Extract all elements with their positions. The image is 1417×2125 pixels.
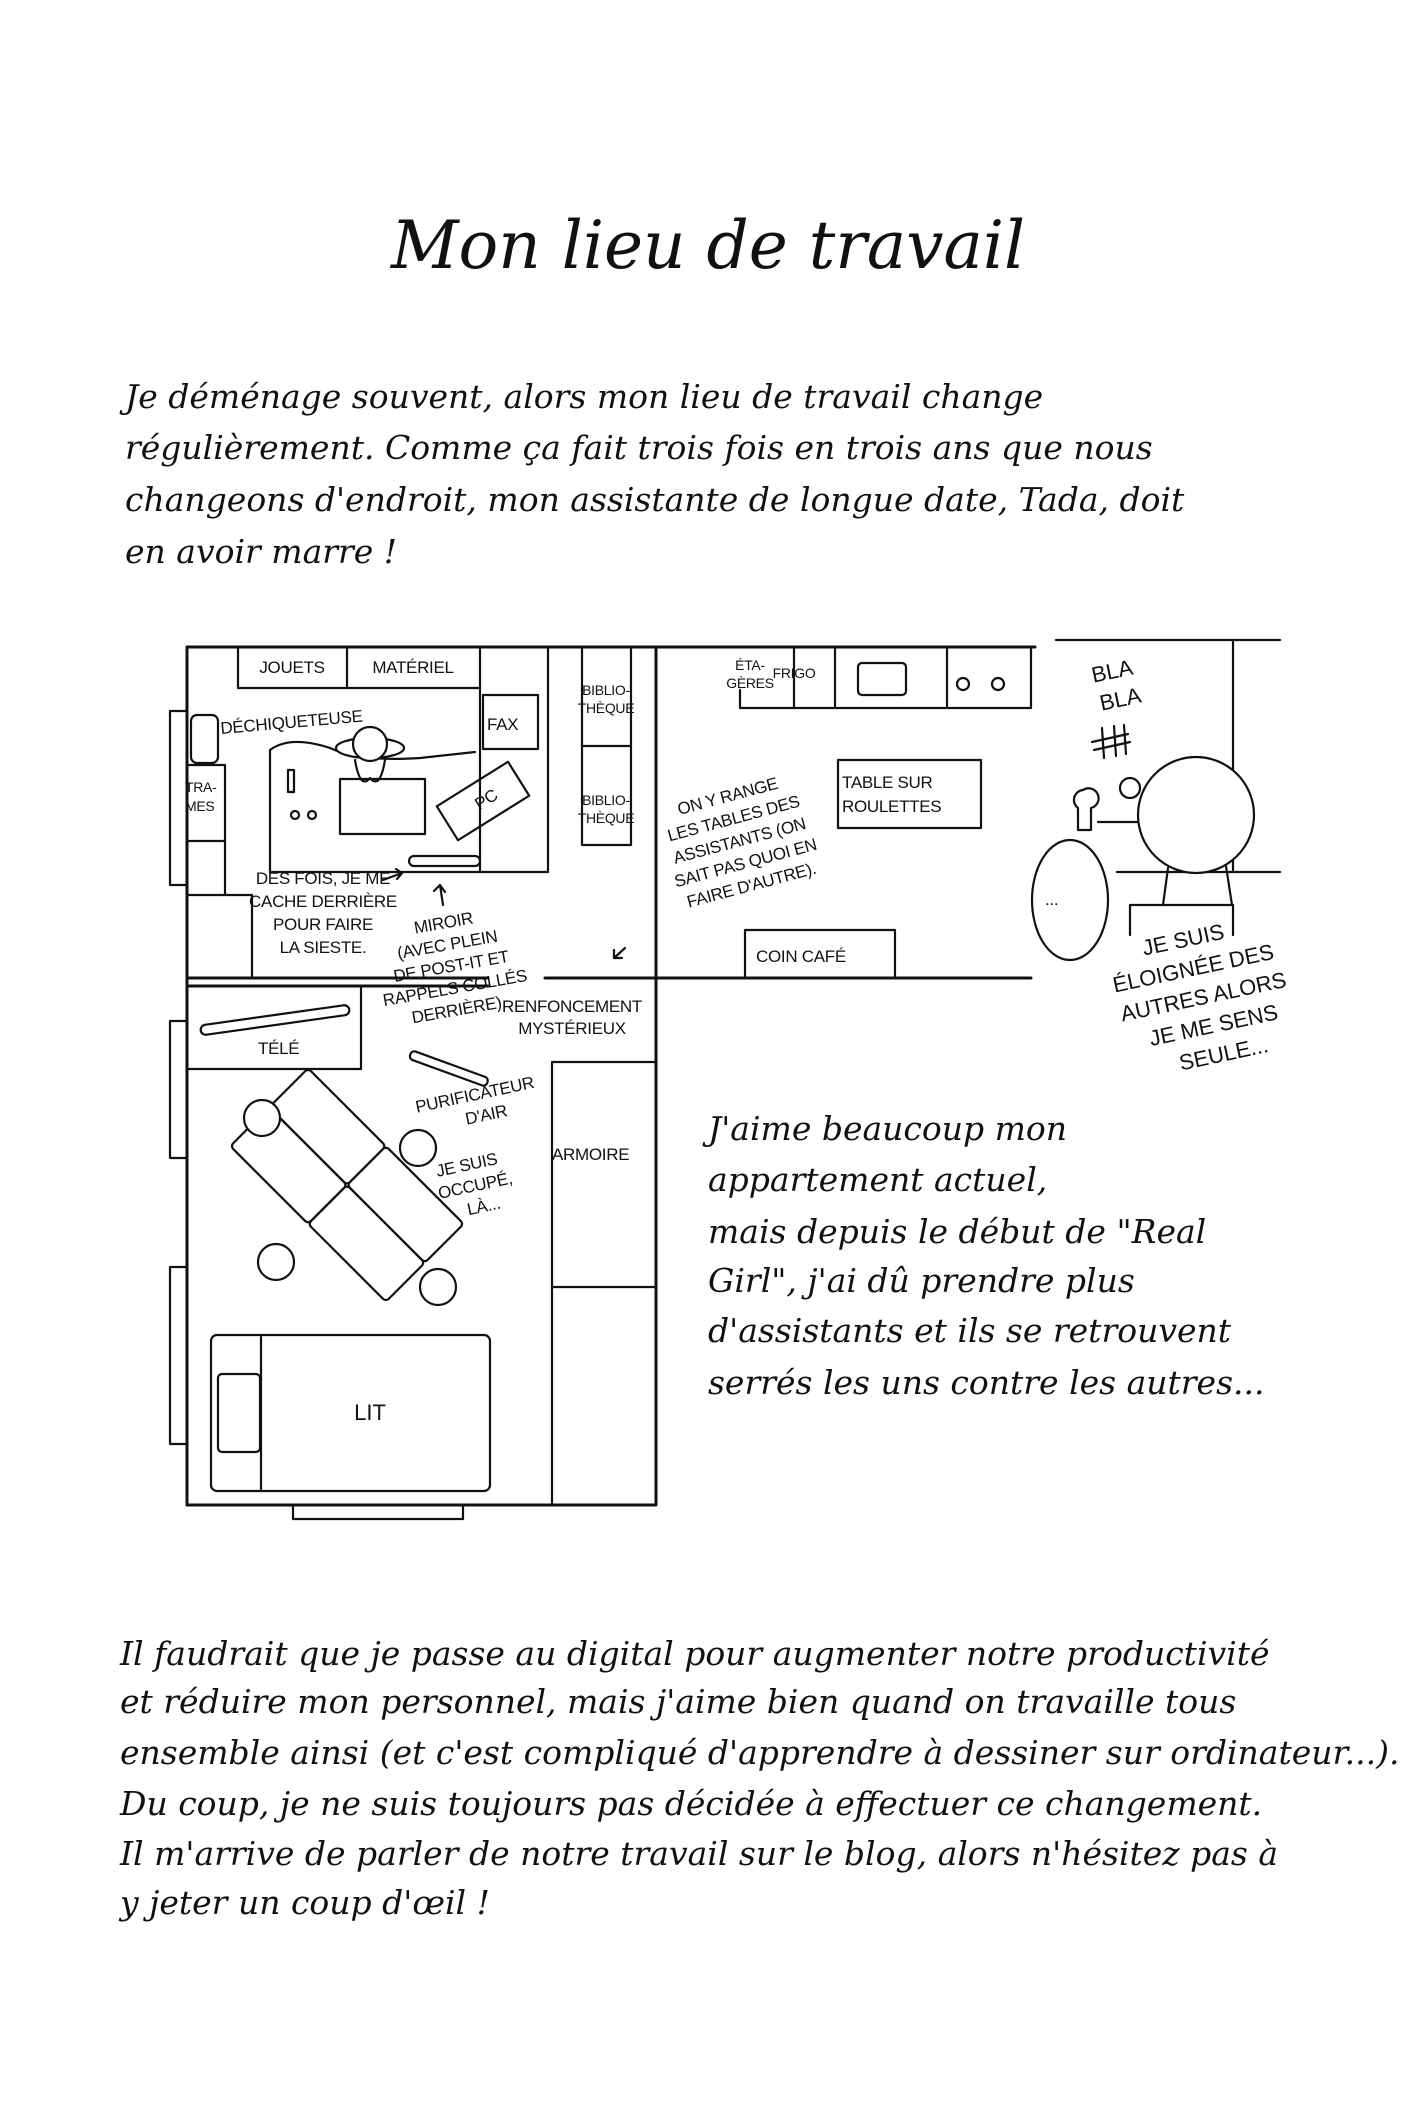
page-title: Mon lieu de travail bbox=[390, 207, 1025, 284]
middle-paragraph: J'aime beaucoup mon appartement actuel, … bbox=[702, 1109, 1264, 1402]
label-jouets: JOUETS bbox=[259, 658, 324, 677]
label-armoire: ARMOIRE bbox=[552, 1145, 629, 1164]
shelf-box bbox=[236, 645, 482, 690]
label-bibliotheque: THÈQUE bbox=[578, 810, 635, 826]
armoire bbox=[550, 1060, 658, 1507]
intro-paragraph: Je déménage souvent, alors mon lieu de t… bbox=[119, 377, 1185, 571]
intro-line: Je déménage souvent, alors mon lieu de t… bbox=[119, 377, 1043, 416]
window bbox=[291, 1503, 465, 1521]
outro-paragraph: Il faudrait que je passe au digital pour… bbox=[118, 1634, 1400, 1922]
kitchen-counter bbox=[738, 645, 1033, 710]
note-sieste: POUR FAIRE bbox=[273, 915, 373, 934]
label-purificateur: PURIFICATEUR D'AIR bbox=[414, 1073, 536, 1129]
shredder bbox=[189, 713, 220, 765]
middle-line: J'aime beaucoup mon bbox=[702, 1109, 1067, 1148]
label-etageres: ÉTA- bbox=[735, 657, 765, 673]
speech-bubble bbox=[1030, 838, 1110, 962]
assistants bbox=[242, 1098, 458, 1307]
label-bibliotheque: BIBLIO- bbox=[582, 792, 630, 808]
desk bbox=[268, 740, 477, 874]
author-figure bbox=[1128, 755, 1256, 937]
label-tele: TÉLÉ bbox=[258, 1039, 299, 1058]
outro-line: Il faudrait que je passe au digital pour… bbox=[119, 1634, 1270, 1673]
drawing-board bbox=[338, 777, 427, 836]
air-purifier bbox=[408, 1050, 489, 1087]
label-lit: LIT bbox=[354, 1400, 386, 1425]
arrow-icon bbox=[432, 883, 447, 907]
tv bbox=[199, 1004, 351, 1036]
middle-line: mais depuis le début de "Real bbox=[708, 1212, 1206, 1251]
label-bibliotheque: THÈQUE bbox=[578, 700, 635, 716]
sink bbox=[856, 661, 908, 697]
coin-cafe bbox=[743, 928, 897, 980]
outro-line: Du coup, je ne suis toujours pas décidée… bbox=[119, 1784, 1262, 1823]
window bbox=[168, 1019, 189, 1446]
label-materiel: MATÉRIEL bbox=[372, 658, 453, 677]
label-table-roulettes: ROULETTES bbox=[842, 797, 941, 816]
outro-line: et réduire mon personnel, mais j'aime bi… bbox=[120, 1682, 1236, 1721]
intro-line: en avoir marre ! bbox=[125, 532, 397, 571]
intro-line: changeons d'endroit, mon assistante de l… bbox=[125, 480, 1185, 519]
small-figures bbox=[1072, 776, 1142, 832]
label-renfoncement: RENFONCEMENT bbox=[502, 997, 642, 1016]
middle-line: serrés les uns contre les autres... bbox=[708, 1363, 1264, 1402]
person-author bbox=[334, 725, 406, 783]
label-table-roulettes: TABLE SUR bbox=[842, 773, 933, 792]
label-trames: TRA- bbox=[185, 779, 217, 795]
fax-box bbox=[481, 693, 540, 751]
label-bibliotheque: BIBLIO- bbox=[582, 682, 630, 698]
intro-line: régulièrement. Comme ça fait trois fois … bbox=[125, 428, 1153, 467]
bed bbox=[209, 1333, 492, 1493]
side-panel: BLA BLA ... JE SUIS ÉLOIGNÉE DES AUTRES … bbox=[1030, 638, 1289, 1075]
middle-line: appartement actuel, bbox=[708, 1160, 1047, 1199]
middle-line: d'assistants et ils se retrouvent bbox=[708, 1311, 1232, 1350]
note-sieste: DES FOIS, JE ME bbox=[256, 869, 390, 888]
outro-line: Il m'arrive de parler de notre travail s… bbox=[119, 1834, 1278, 1873]
label-renfoncement: MYSTÉRIEUX bbox=[518, 1019, 626, 1038]
label-coin-cafe: COIN CAFÉ bbox=[756, 947, 846, 966]
mirror bbox=[407, 854, 482, 868]
label-trames: MES bbox=[185, 798, 214, 814]
speech-ellipsis: ... bbox=[1045, 890, 1058, 909]
assistant-tables bbox=[230, 1068, 464, 1302]
window bbox=[168, 709, 189, 887]
label-fax: FAX bbox=[487, 715, 518, 734]
table-roulettes bbox=[836, 758, 983, 830]
middle-line: Girl", j'ai dû prendre plus bbox=[708, 1261, 1135, 1300]
outro-line: ensemble ainsi (et c'est compliqué d'app… bbox=[120, 1733, 1400, 1772]
arrow-icon bbox=[612, 946, 627, 960]
outro-line: y jeter un coup d'œil ! bbox=[118, 1883, 490, 1922]
label-etageres: GÈRES bbox=[726, 675, 774, 691]
note-sieste: LA SIESTE. bbox=[280, 938, 367, 957]
trames-box bbox=[185, 763, 227, 843]
noise-mark-icon bbox=[1090, 723, 1132, 760]
pillow bbox=[216, 1372, 262, 1454]
label-frigo: FRIGO bbox=[773, 665, 816, 681]
note-sieste: CACHE DERRIÈRE bbox=[249, 892, 397, 911]
arrow-icon bbox=[381, 867, 404, 882]
